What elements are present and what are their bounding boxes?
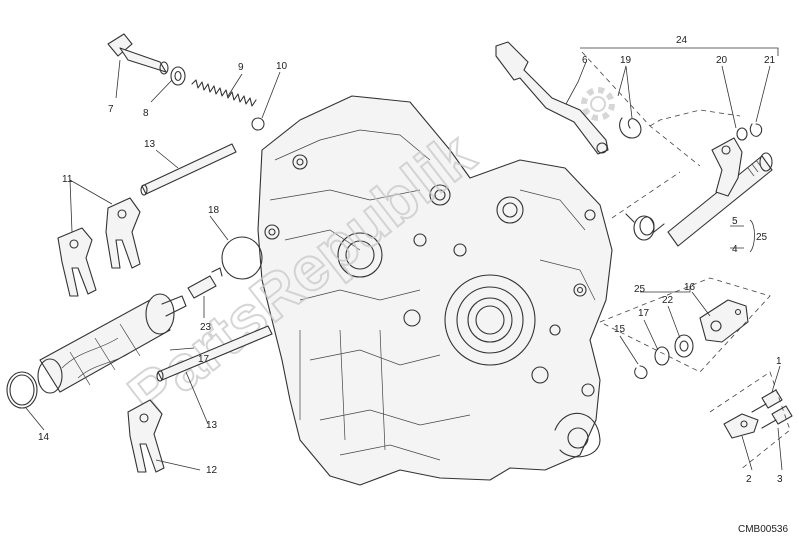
callout-12: 12 <box>206 465 218 476</box>
gear-icon <box>581 87 615 121</box>
part-24-pin[interactable] <box>187 267 223 299</box>
assembly-outline-shaft <box>611 171 681 219</box>
leader-lines <box>25 47 783 471</box>
callout-16: 16 <box>684 282 696 293</box>
callout-14: 14 <box>38 432 50 443</box>
part-4-spring[interactable] <box>625 213 665 241</box>
callout-6: 6 <box>582 55 588 66</box>
callout-25-top: 24 <box>676 35 688 46</box>
callout-10: 10 <box>276 61 288 72</box>
callout-20: 19 <box>620 55 632 66</box>
part-20-spring[interactable] <box>619 117 642 139</box>
callout-1: 1 <box>776 356 782 367</box>
callout-22: 21 <box>764 55 776 66</box>
callout-2: 2 <box>746 474 752 485</box>
selector-drum[interactable] <box>37 293 187 394</box>
assembly-outline-right <box>599 277 771 373</box>
part-10-ball[interactable] <box>251 117 265 131</box>
assembly-outline-top <box>581 51 741 167</box>
callout-5: 5 <box>732 216 738 227</box>
part-9-spring[interactable] <box>191 79 257 107</box>
assembly-outline-bottom <box>709 371 791 471</box>
crankcase-half[interactable] <box>257 95 613 486</box>
part-17-washer[interactable] <box>654 346 670 366</box>
callout-23: 22 <box>662 295 674 306</box>
part-1-bolt[interactable] <box>751 389 783 413</box>
callout-9: 9 <box>238 62 244 73</box>
callout-24: 23 <box>200 322 212 333</box>
part-22-circlip[interactable] <box>749 123 763 137</box>
callout-labels: 7 8 9 10 13 11 18 23 17 13 14 12 6 19 24… <box>38 35 783 485</box>
callout-13-lower: 13 <box>206 420 218 431</box>
part-11-fork-left[interactable] <box>57 227 97 297</box>
part-11-fork-right[interactable] <box>105 197 141 269</box>
callout-4: 4 <box>732 244 738 255</box>
part-6-lever[interactable] <box>495 41 609 155</box>
part-16-plate[interactable] <box>699 299 749 343</box>
drawing-code: CMB00536 <box>738 524 788 535</box>
part-19-o-ring[interactable] <box>221 236 263 280</box>
part-21-washer[interactable] <box>736 127 748 141</box>
callout-15: 15 <box>614 324 626 335</box>
callout-8: 8 <box>143 108 149 119</box>
callout-25-mid: 25 <box>634 284 646 295</box>
callout-18: 17 <box>198 354 210 365</box>
part-13-rod-upper[interactable] <box>140 143 237 196</box>
callout-25-right: 25 <box>756 232 768 243</box>
part-8-washer[interactable] <box>170 66 186 86</box>
part-5-shift-shaft[interactable] <box>667 137 773 247</box>
callout-11: 11 <box>62 174 73 185</box>
part-3-bolt[interactable] <box>761 405 793 429</box>
callout-21: 20 <box>716 55 728 66</box>
callout-3: 3 <box>777 474 783 485</box>
part-15-circlip[interactable] <box>634 365 648 379</box>
part-12-fork-lower[interactable] <box>127 399 165 473</box>
callout-17: 17 <box>638 308 650 319</box>
part-14-circlip[interactable] <box>6 371 38 409</box>
callout-19: 18 <box>208 205 220 216</box>
callout-13-upper: 13 <box>144 139 156 150</box>
part-2-plate[interactable] <box>723 413 759 439</box>
callout-7: 7 <box>108 104 114 115</box>
part-7-bolt[interactable] <box>107 33 169 75</box>
part-13-rod-lower[interactable] <box>156 325 273 382</box>
part-23-bearing[interactable] <box>674 334 694 358</box>
part-14-circlip-inner <box>9 374 35 406</box>
